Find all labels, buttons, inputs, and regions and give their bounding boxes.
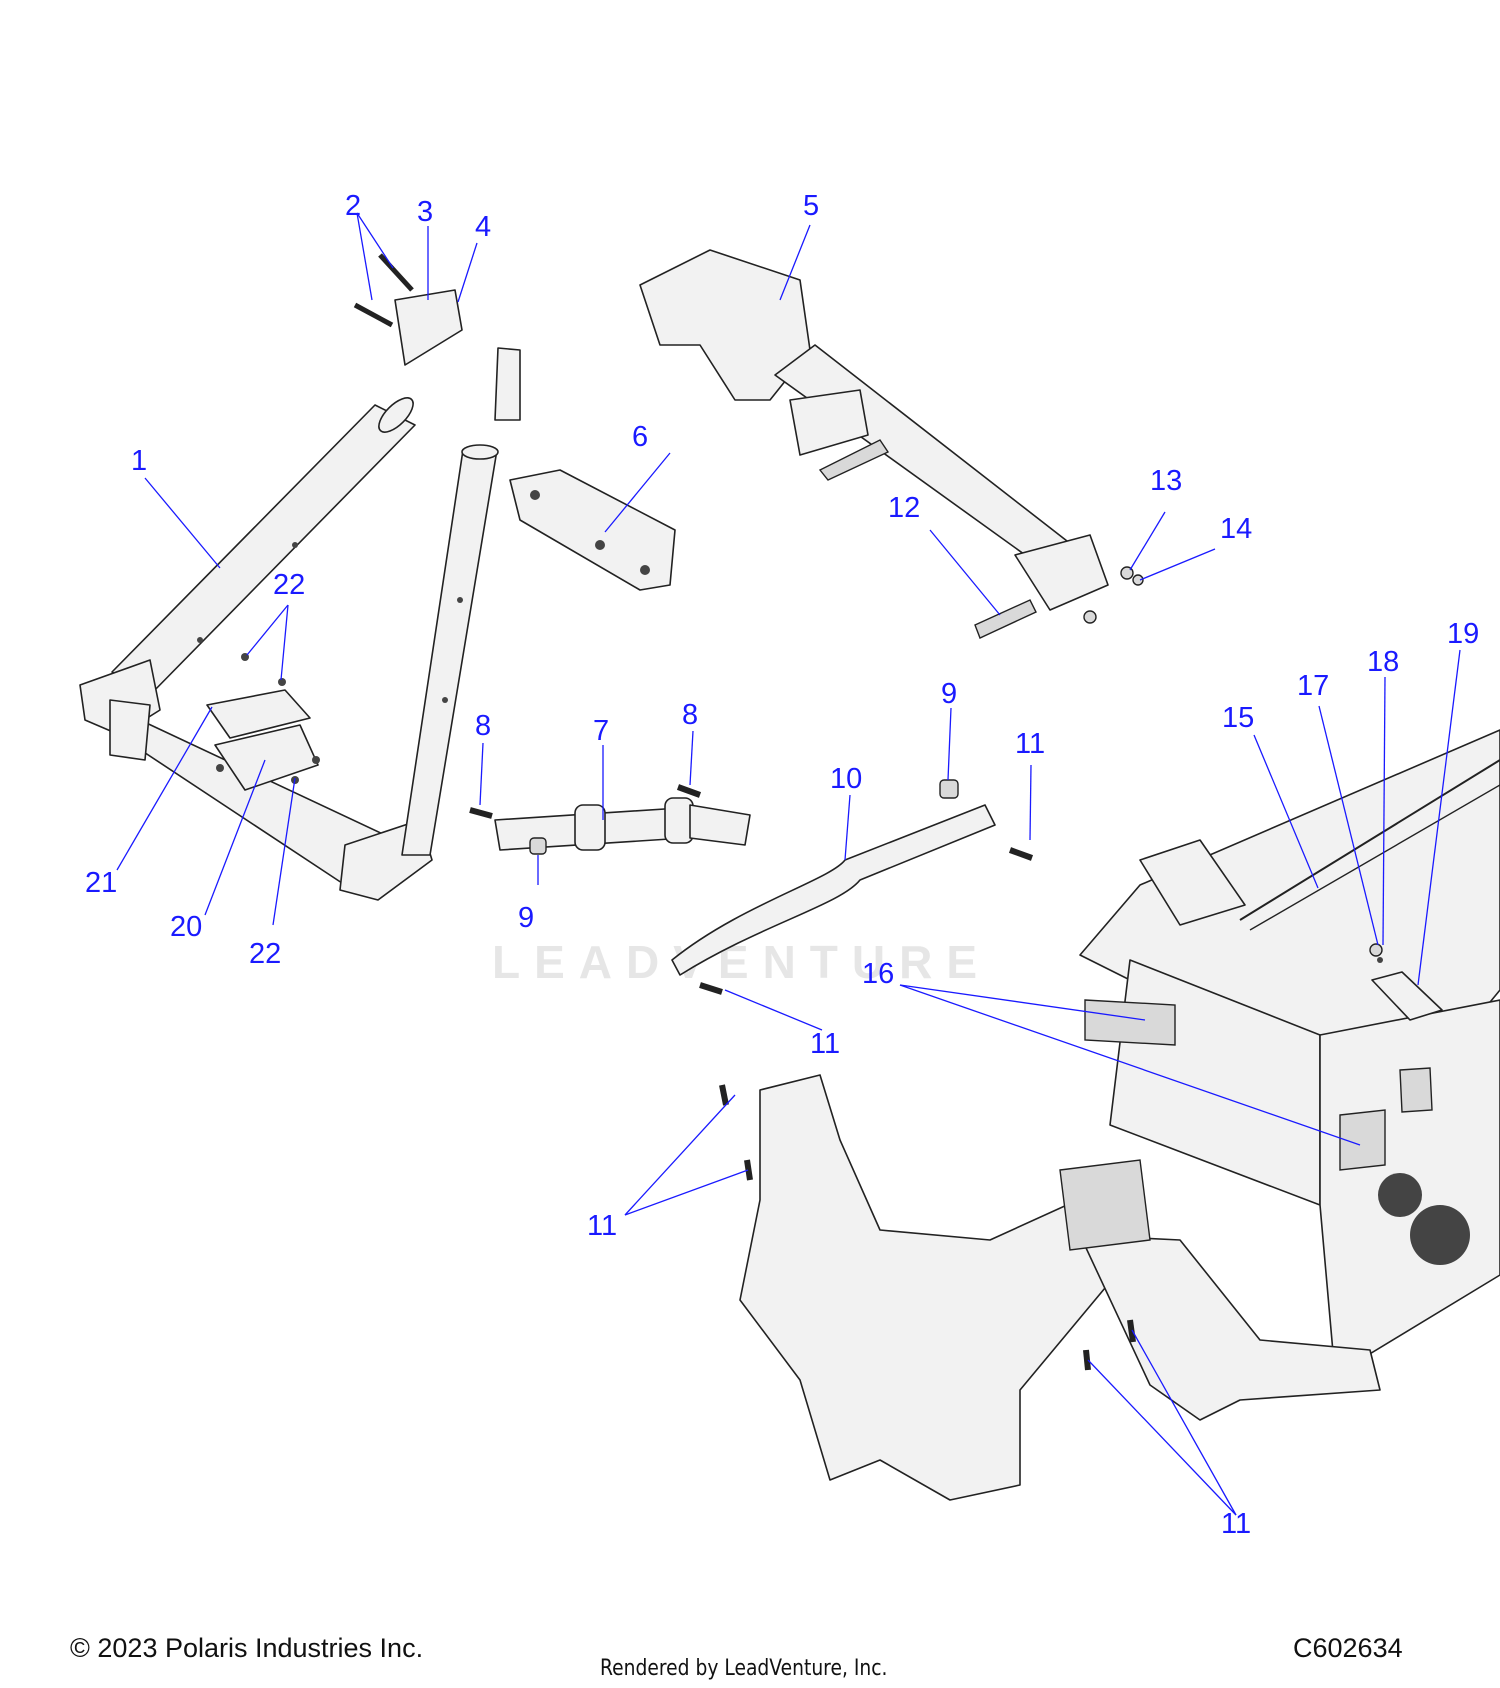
callout-11a: 11: [1015, 728, 1045, 760]
callout-20: 20: [170, 911, 202, 943]
part-11-bolts: [699, 847, 1136, 1371]
part-1-tube-assembly: [79, 397, 499, 901]
copyright-text: © 2023 Polaris Industries Inc.: [70, 1633, 424, 1663]
callout-21: 21: [85, 867, 117, 899]
callout-11d: 11: [1221, 1508, 1251, 1540]
part-20-21-22-plate-gasket: [206, 653, 320, 791]
callout-labels: 1 2 3 4 5 6 7 8 8 9 9 10 11 11 11 11 12 …: [85, 190, 1479, 1540]
part-8-9-fasteners: [469, 779, 959, 855]
part-17-18-19-components: [1369, 943, 1443, 1113]
callout-18: 18: [1367, 646, 1399, 678]
callout-2: 2: [345, 190, 361, 222]
part-2-3-4-bolts-clamp: [353, 253, 521, 421]
callout-7: 7: [593, 715, 609, 747]
callout-11b: 11: [810, 1028, 840, 1060]
part-6-bracket-plate: [509, 469, 676, 591]
callout-19: 19: [1447, 618, 1479, 650]
diagram-code: C602634: [1293, 1633, 1403, 1663]
callout-16: 16: [862, 958, 894, 990]
callout-14: 14: [1220, 513, 1252, 545]
callout-4: 4: [475, 211, 491, 243]
callout-22a: 22: [273, 569, 305, 601]
callout-13: 13: [1150, 465, 1182, 497]
callout-1: 1: [131, 445, 147, 477]
callout-9b: 9: [941, 678, 957, 710]
callout-8b: 8: [682, 699, 698, 731]
callout-22b: 22: [249, 938, 281, 970]
part-5-upper-cross-tube: [639, 249, 1109, 611]
callout-3: 3: [417, 196, 433, 228]
main-frame-assembly: [739, 729, 1500, 1501]
part-13-14-nuts: [1083, 566, 1144, 624]
leader-lines: [116, 212, 1461, 1516]
callout-8a: 8: [475, 710, 491, 742]
callout-11c: 11: [587, 1210, 617, 1242]
callout-10: 10: [830, 763, 862, 795]
callout-5: 5: [803, 190, 819, 222]
callout-6: 6: [632, 421, 648, 453]
callout-17: 17: [1297, 670, 1329, 702]
part-15-cable: [1239, 759, 1500, 931]
callout-15: 15: [1222, 702, 1254, 734]
part-12-bracket: [974, 599, 1037, 639]
callout-9a: 9: [518, 902, 534, 934]
rendered-by-text: Rendered by LeadVenture, Inc.: [600, 1656, 888, 1681]
part-10-curved-bar: [671, 804, 996, 976]
callout-12: 12: [888, 492, 920, 524]
